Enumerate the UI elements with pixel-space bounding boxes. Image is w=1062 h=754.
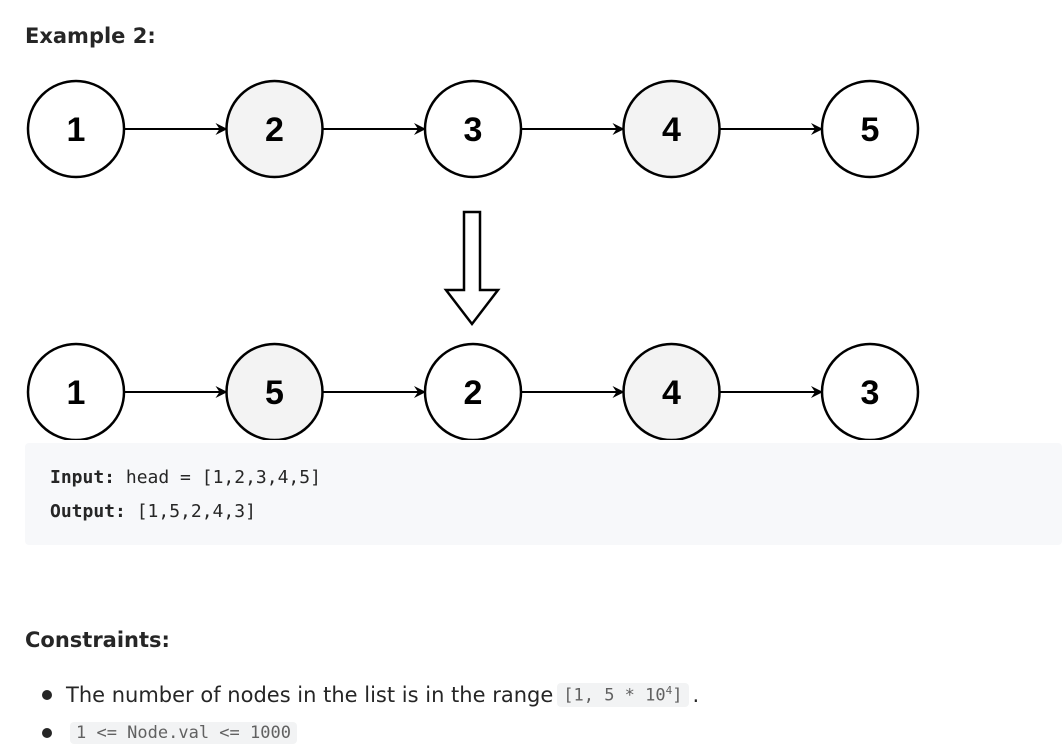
constraint-code: 1 <= Node.val <= 1000: [70, 722, 297, 744]
input-label: Input:: [50, 467, 116, 488]
node-value: 4: [662, 374, 681, 412]
constraint-suffix: .: [692, 683, 700, 707]
output-value: [1,5,2,4,3]: [125, 501, 256, 522]
bullet-icon: [42, 728, 52, 738]
input-line: Input: head = [1,2,3,4,5]: [50, 467, 321, 488]
example-io-block: Input: head = [1,2,3,4,5] Output: [1,5,2…: [25, 443, 1062, 545]
example-title: Example 2:: [25, 24, 156, 48]
constraint-text: The number of nodes in the list is in th…: [66, 683, 554, 707]
node-value: 3: [861, 374, 880, 412]
constraints-title: Constraints:: [25, 628, 170, 652]
list-node: [26, 342, 126, 440]
list-node: [225, 79, 324, 179]
output-label: Output:: [50, 501, 126, 522]
code-base: [1, 5 * 10: [563, 685, 666, 706]
constraint-item: 1 <= Node.val <= 1000: [42, 722, 301, 744]
list-node: [622, 342, 721, 440]
down-arrow: [443, 210, 501, 327]
list-node: [820, 342, 920, 440]
node-value: 5: [861, 111, 880, 149]
node-value: 2: [265, 111, 284, 149]
bullet-icon: [42, 690, 52, 700]
output-line: Output: [1,5,2,4,3]: [50, 501, 256, 522]
list-node: [622, 79, 721, 179]
list-node: [26, 79, 126, 179]
node-value: 1: [67, 374, 86, 412]
node-value: 4: [662, 111, 681, 149]
node-value: 2: [464, 374, 483, 412]
list-node: [225, 342, 324, 440]
code-end: ]: [672, 685, 683, 706]
list-node: [423, 79, 523, 179]
node-value: 5: [265, 374, 284, 412]
code-sup: 4: [665, 684, 673, 698]
list-after: 1 5 2 4 3: [26, 342, 920, 440]
input-value: head = [1,2,3,4,5]: [115, 467, 321, 488]
list-node: [423, 342, 523, 440]
node-value: 3: [464, 111, 483, 149]
node-value: 1: [67, 111, 86, 149]
constraint-item: The number of nodes in the list is in th…: [42, 683, 700, 707]
list-before: 1 2 3 4 5: [26, 79, 920, 179]
linked-list-diagram: 1 2 3 4 5 1 5 2 4 3: [26, 79, 920, 440]
list-node: [820, 79, 920, 179]
constraint-code: [1, 5 * 104]: [557, 683, 689, 707]
